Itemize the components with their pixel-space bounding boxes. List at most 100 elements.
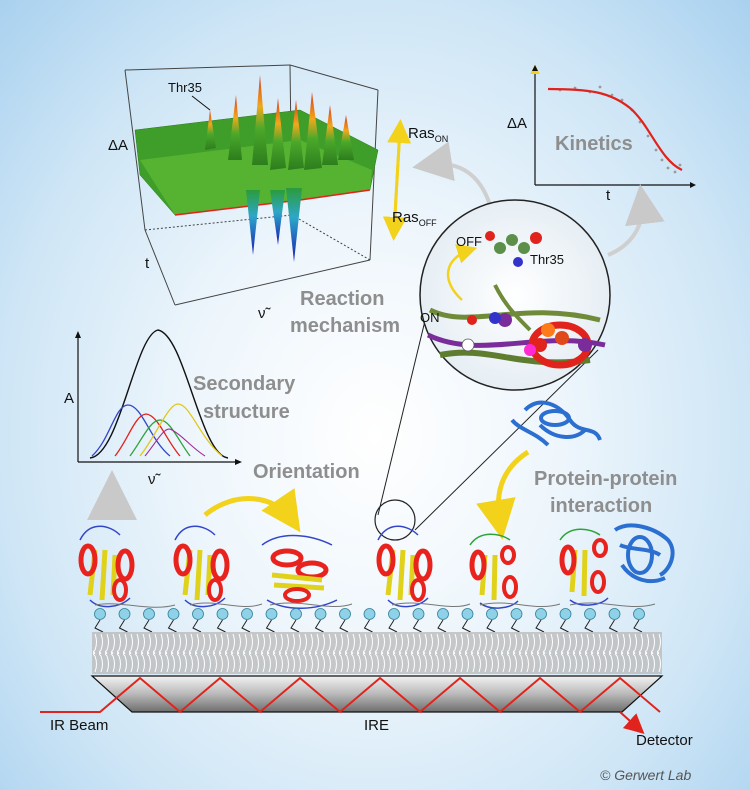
lipid-head [265, 608, 278, 620]
lipid-tail [537, 651, 541, 673]
reaction-nu-label: ν̃ [258, 305, 272, 322]
lipid-anchor [633, 619, 643, 633]
secondary-title-line2: structure [203, 401, 290, 423]
lipid-tail [297, 651, 301, 673]
lipid-tail [159, 651, 163, 673]
lipid-tail [651, 651, 655, 673]
lipid-tail [243, 651, 247, 673]
zoom-source-circle [374, 499, 416, 541]
lipid-tail [453, 651, 457, 673]
lipid-headgroups [94, 608, 645, 633]
lipid-tail [213, 651, 217, 673]
lipid-head [314, 608, 327, 620]
detector-label: Detector [636, 732, 693, 749]
component-green [129, 419, 191, 457]
lipid-tail [183, 651, 187, 673]
lipid-tail [417, 651, 421, 673]
ire-crystal [40, 675, 664, 735]
thr35-peak-label: Thr35 [168, 80, 202, 95]
arrow-to-reaction [412, 141, 492, 206]
lipid-tail [423, 651, 427, 673]
lipid-anchor [510, 619, 520, 633]
protein-6-complex [559, 523, 675, 606]
lipid-head [584, 608, 596, 620]
lipid-anchor [167, 619, 177, 633]
lipid-anchor [388, 619, 398, 633]
ire-label: IRE [364, 717, 389, 734]
component-red [114, 413, 181, 457]
lipid-head [94, 608, 106, 620]
lipid-head [559, 608, 572, 620]
lipid-tail [327, 651, 331, 673]
lipid-anchor [216, 619, 226, 633]
lipid-tail [111, 651, 115, 673]
lipid-anchor [118, 619, 128, 633]
lipid-tail [567, 651, 571, 673]
lipid-tail [477, 651, 481, 673]
lipid-anchor [363, 619, 373, 633]
lipid-tail [483, 651, 487, 673]
lipid-tail [489, 651, 493, 673]
kinetics-title: Kinetics [555, 133, 633, 155]
lipid-tail [315, 651, 319, 673]
lipid-head [461, 608, 474, 620]
lipid-anchor [265, 619, 275, 633]
lipid-tail [549, 651, 553, 673]
lipid-head [412, 608, 425, 620]
lipid-tail [279, 651, 283, 673]
lipid-tail [441, 651, 445, 673]
negative-peaks [246, 188, 302, 262]
lipid-tail [603, 651, 607, 673]
lipid-tail [657, 651, 661, 673]
lipid-tail [291, 651, 295, 673]
lipid-tail [621, 651, 625, 673]
lipid-head [510, 608, 523, 620]
lipid-head [290, 608, 302, 620]
lipid-head [363, 608, 376, 620]
lipid-tail [147, 651, 151, 673]
lipid-head [388, 608, 400, 620]
lipid-tail [429, 651, 433, 673]
lipid-anchor [486, 619, 496, 633]
lipid-tail [225, 651, 229, 673]
proteins [78, 523, 675, 609]
lipid-tail [591, 651, 595, 673]
lipid-tail [231, 651, 235, 673]
lipid-anchor [143, 619, 153, 633]
lipid-tail [615, 651, 619, 673]
lipid-head [241, 608, 253, 620]
ras-on-label: RasON [408, 125, 448, 144]
lipid-tail [471, 651, 475, 673]
ppi-arrow [476, 449, 530, 540]
lipid-head [608, 608, 621, 620]
lipid-tail [555, 651, 559, 673]
reaction-title-line2: mechanism [290, 315, 400, 337]
lipid-tail [627, 651, 631, 673]
lipid-tail [633, 651, 637, 673]
lipid-tail [189, 651, 193, 673]
lipid-tail [285, 651, 289, 673]
lipid-tail [93, 651, 97, 673]
lipid-tethers [94, 602, 656, 608]
lipid-tail [639, 651, 643, 673]
lipid-anchor [584, 619, 594, 633]
lipid-tail [237, 651, 241, 673]
lipid-anchor [437, 619, 447, 633]
lipid-tail [333, 651, 337, 673]
lipid-tail [303, 651, 307, 673]
component-purple [144, 428, 206, 457]
secondary-y-label: A [64, 390, 74, 407]
lipid-tail [645, 651, 649, 673]
ir-beam-path [40, 676, 661, 714]
envelope-band [89, 329, 229, 459]
secondary-x-label: ν̃ [148, 471, 162, 488]
arrow-to-kinetics [607, 184, 665, 257]
lipid-head [633, 608, 645, 620]
lipid-anchor [535, 619, 545, 633]
lipid-tail [321, 651, 325, 673]
lipid-tail [381, 651, 385, 673]
zoom-circle: OFF ON Thr35 [374, 199, 611, 541]
protein-3-tilted [261, 534, 338, 609]
lipid-tail [339, 651, 343, 673]
